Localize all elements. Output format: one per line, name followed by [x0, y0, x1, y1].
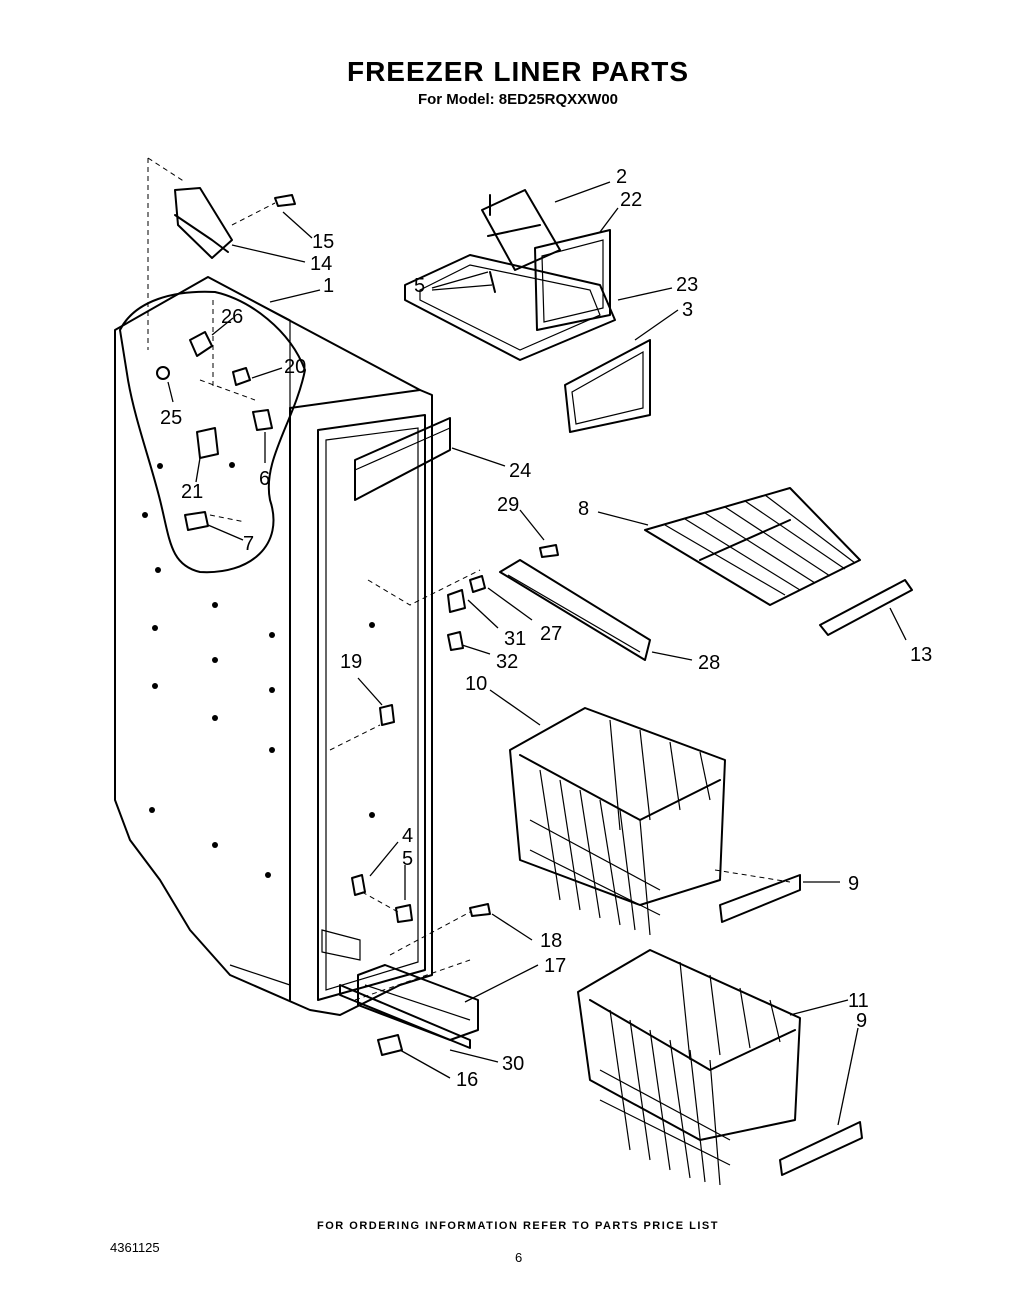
leader-lines — [167, 181, 907, 1126]
hinge-bracket-part — [147, 157, 296, 350]
callout-4: 4 — [402, 825, 413, 847]
callout-27: 27 — [540, 623, 562, 645]
callout-labels: 1 2 22 5 23 3 15 14 26 20 25 6 21 7 24 2… — [160, 166, 932, 1091]
callout-11: 11 — [848, 990, 869, 1012]
callout-22: 22 — [620, 189, 642, 211]
callout-5-top: 5 — [414, 275, 425, 297]
callout-3: 3 — [682, 299, 693, 321]
air-deflector-part — [354, 417, 451, 501]
page-number: 6 — [515, 1250, 523, 1265]
ordering-info-note: FOR ORDERING INFORMATION REFER TO PARTS … — [317, 1220, 719, 1232]
callout-30: 30 — [502, 1053, 524, 1075]
callout-25: 25 — [160, 407, 182, 429]
shelf-bracket-part — [329, 544, 651, 751]
callout-8: 8 — [578, 498, 589, 520]
callout-13: 13 — [910, 644, 932, 666]
callout-21: 21 — [181, 481, 203, 503]
callout-31: 31 — [504, 628, 526, 650]
control-components — [156, 300, 273, 531]
callout-32: 32 — [496, 651, 518, 673]
callout-17: 17 — [544, 955, 566, 977]
callout-6: 6 — [259, 468, 270, 490]
callout-26: 26 — [221, 306, 243, 328]
callout-1: 1 — [323, 275, 334, 297]
diagram-title: FREEZER LINER PARTS — [346, 56, 690, 87]
callout-14: 14 — [310, 253, 332, 275]
callout-9-upper: 9 — [848, 873, 859, 895]
ice-bin-assembly — [404, 189, 651, 433]
callout-16: 16 — [456, 1069, 478, 1091]
callout-19: 19 — [340, 651, 362, 673]
bottom-mount-parts — [339, 874, 491, 1056]
callout-20: 20 — [284, 356, 306, 378]
callout-10: 10 — [465, 673, 487, 695]
callout-28: 28 — [698, 652, 720, 674]
wire-shelf-part — [644, 487, 913, 636]
callout-5-bottom: 5 — [402, 848, 413, 870]
document-number: 4361125 — [110, 1240, 160, 1255]
basket-upper-part — [509, 707, 801, 936]
callout-9-lower: 9 — [856, 1010, 867, 1032]
callout-24: 24 — [509, 460, 531, 482]
callout-7: 7 — [243, 533, 254, 555]
callout-2: 2 — [616, 166, 627, 188]
callout-29: 29 — [497, 494, 519, 516]
callout-15: 15 — [312, 231, 334, 253]
model-subtitle: For Model: 8ED25RQXXW00 — [417, 91, 619, 108]
basket-lower-part — [577, 949, 863, 1186]
callout-18: 18 — [540, 930, 562, 952]
freezer-liner-part — [114, 276, 433, 1016]
callout-23: 23 — [676, 274, 698, 296]
